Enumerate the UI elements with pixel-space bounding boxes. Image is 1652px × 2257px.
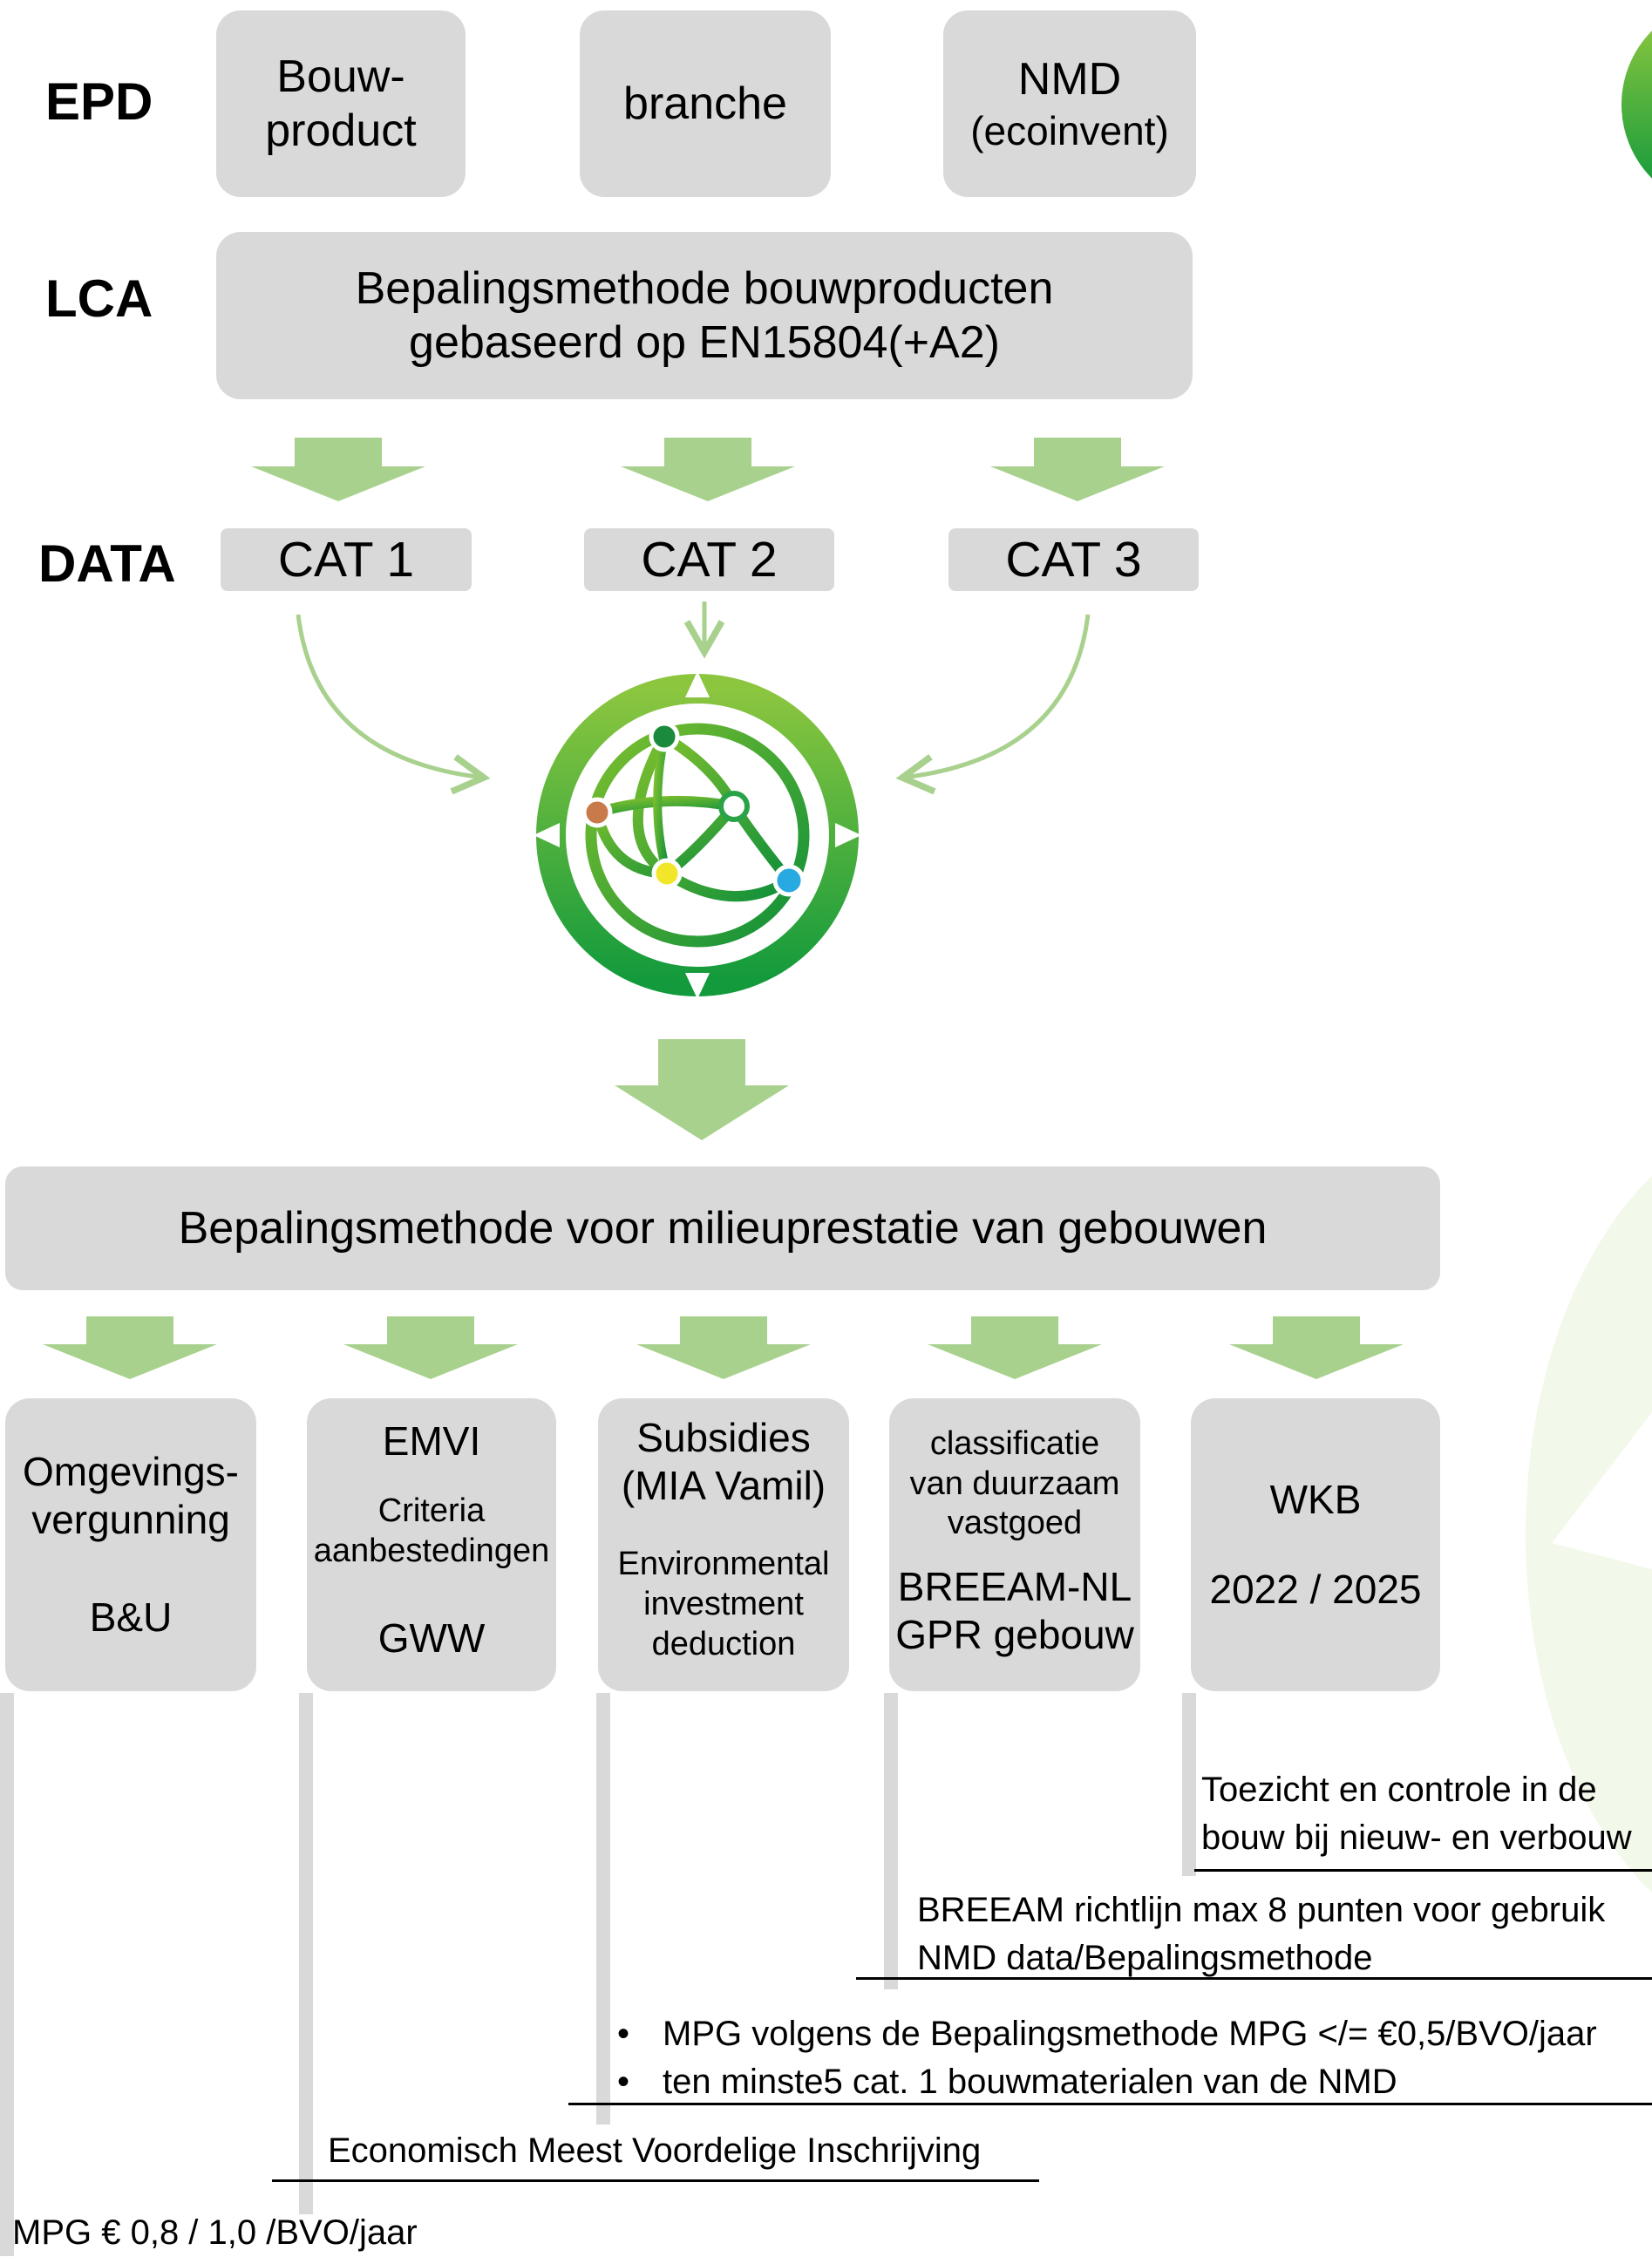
vbar-emvi bbox=[299, 1693, 313, 2214]
annotation-omgevings: MPG € 0,8 / 1,0 /BVO/jaar bbox=[12, 2213, 418, 2252]
emvi-line2: aanbestedingen bbox=[313, 1532, 550, 1569]
bouwproduct-line2: product bbox=[265, 105, 417, 156]
classificatie-line3: vastgoed bbox=[947, 1505, 1083, 1542]
classificatie-line5: GPR gebouw bbox=[895, 1611, 1134, 1657]
nmd-globe-logo-icon bbox=[534, 671, 861, 999]
cat-box-1: CAT 1 bbox=[221, 528, 472, 591]
block-arrow-main bbox=[615, 1039, 789, 1140]
breeam-annotation-line2: NMD data/Bepalingsmethode bbox=[917, 1939, 1373, 1978]
connector-cat1-logo bbox=[296, 614, 491, 795]
nmd-logo-partial-icon bbox=[1621, 31, 1652, 179]
emvi-line3: GWW bbox=[377, 1615, 486, 1662]
subsidies-line5: deduction bbox=[651, 1625, 796, 1662]
annotation-emvi: Economisch Meest Voordelige Inschrijving bbox=[328, 2131, 982, 2170]
nmd-line2: (ecoinvent) bbox=[970, 107, 1169, 153]
classificatie-line4: BREEAM-NL bbox=[897, 1563, 1132, 1609]
app-box-emvi: EMVI Criteria aanbestedingen GWW bbox=[307, 1398, 556, 1691]
block-arrow-cat3 bbox=[990, 438, 1165, 501]
row-label-epd: EPD bbox=[45, 72, 153, 131]
vbar-wkb bbox=[1182, 1693, 1196, 1876]
block-arrow-cat2 bbox=[621, 438, 795, 501]
epd-box-bouwproduct: Bouw- product bbox=[216, 10, 466, 197]
wkb-years: 2022 / 2025 bbox=[1209, 1567, 1422, 1612]
vbar-omgevings bbox=[0, 1693, 14, 2256]
subsidies-bullet-1-text: MPG volgens de Bepalingsmethode MPG </= … bbox=[663, 2015, 1597, 2053]
annotation-wkb: Toezicht en controle in de bouw bij nieu… bbox=[1201, 1766, 1632, 1862]
emvi-title: EMVI bbox=[382, 1418, 481, 1464]
lca-line2: gebaseerd op EN15804(+A2) bbox=[409, 317, 1000, 368]
branche-label: branche bbox=[623, 78, 787, 129]
main-method-box: Bepalingsmethode voor milieuprestatie va… bbox=[5, 1166, 1440, 1290]
annotation-subsidies: MPG volgens de Bepalingsmethode MPG </= … bbox=[617, 2010, 1597, 2106]
block-arrow-app4 bbox=[928, 1316, 1102, 1379]
block-arrow-app3 bbox=[636, 1316, 811, 1379]
background-leaf-highlight bbox=[1552, 1412, 1652, 1569]
app-box-wkb: WKB 2022 / 2025 bbox=[1191, 1398, 1440, 1691]
underline-wkb bbox=[1194, 1869, 1652, 1872]
app-box-subsidies: Subsidies (MIA Vamil) Environmental inve… bbox=[598, 1398, 849, 1691]
block-arrow-app2 bbox=[343, 1316, 518, 1379]
omgevings-line3: B&U bbox=[89, 1594, 173, 1640]
classificatie-line1: classificatie bbox=[929, 1425, 1100, 1462]
underline-breeam bbox=[856, 1977, 1652, 1980]
row-label-data: DATA bbox=[38, 534, 176, 593]
main-method-label: Bepalingsmethode voor milieuprestatie va… bbox=[178, 1202, 1268, 1254]
vbar-subsidies bbox=[596, 1693, 610, 2124]
block-arrow-app5 bbox=[1229, 1316, 1404, 1379]
app-box-classificatie: classificatie van duurzaam vastgoed BREE… bbox=[889, 1398, 1140, 1691]
omgevings-line2: vergunning bbox=[31, 1497, 230, 1543]
subsidies-bullet-2: ten minste5 cat. 1 bouwmaterialen van de… bbox=[617, 2058, 1597, 2106]
block-arrow-app1 bbox=[43, 1316, 217, 1379]
cat-box-3: CAT 3 bbox=[948, 528, 1199, 591]
subsidies-line1: Subsidies bbox=[636, 1415, 811, 1460]
underline-subsidies bbox=[568, 2103, 1652, 2105]
subsidies-bullet-2-text: ten minste5 cat. 1 bouwmaterialen van de… bbox=[663, 2063, 1397, 2102]
connector-cat3-logo bbox=[895, 614, 1091, 795]
lca-box: Bepalingsmethode bouwproducten gebaseerd… bbox=[216, 232, 1193, 399]
underline-emvi bbox=[272, 2179, 1039, 2182]
wkb-annotation-line2: bouw bij nieuw- en verbouw bbox=[1201, 1819, 1632, 1858]
subsidies-bullet-1: MPG volgens de Bepalingsmethode MPG </= … bbox=[617, 2010, 1597, 2058]
subsidies-line3: Environmental bbox=[617, 1546, 830, 1583]
classificatie-line2: van duurzaam bbox=[909, 1465, 1120, 1502]
app-box-omgevingsvergunning: Omgevings- vergunning B&U bbox=[5, 1398, 256, 1691]
annotation-breeam: BREEAM richtlijn max 8 punten voor gebru… bbox=[917, 1886, 1605, 1982]
emvi-line1: Criteria bbox=[377, 1492, 486, 1530]
epd-box-nmd: NMD (ecoinvent) bbox=[943, 10, 1196, 197]
block-arrow-cat1 bbox=[251, 438, 425, 501]
cat-box-2: CAT 2 bbox=[584, 528, 834, 591]
epd-box-branche: branche bbox=[580, 10, 831, 197]
nmd-line1: NMD bbox=[1017, 54, 1122, 105]
breeam-annotation-line1: BREEAM richtlijn max 8 punten voor gebru… bbox=[917, 1891, 1606, 1929]
subsidies-line2: (MIA Vamil) bbox=[621, 1463, 826, 1509]
bouwproduct-line1: Bouw- bbox=[276, 51, 405, 102]
row-label-lca: LCA bbox=[45, 269, 153, 328]
omgevings-line1: Omgevings- bbox=[23, 1449, 239, 1495]
subsidies-line4: investment bbox=[643, 1585, 804, 1622]
wkb-title: WKB bbox=[1269, 1476, 1362, 1522]
vbar-classificatie bbox=[884, 1693, 898, 1989]
wkb-annotation-line1: Toezicht en controle in de bbox=[1201, 1771, 1597, 1809]
lca-line1: Bepalingsmethode bouwproducten bbox=[355, 262, 1054, 314]
